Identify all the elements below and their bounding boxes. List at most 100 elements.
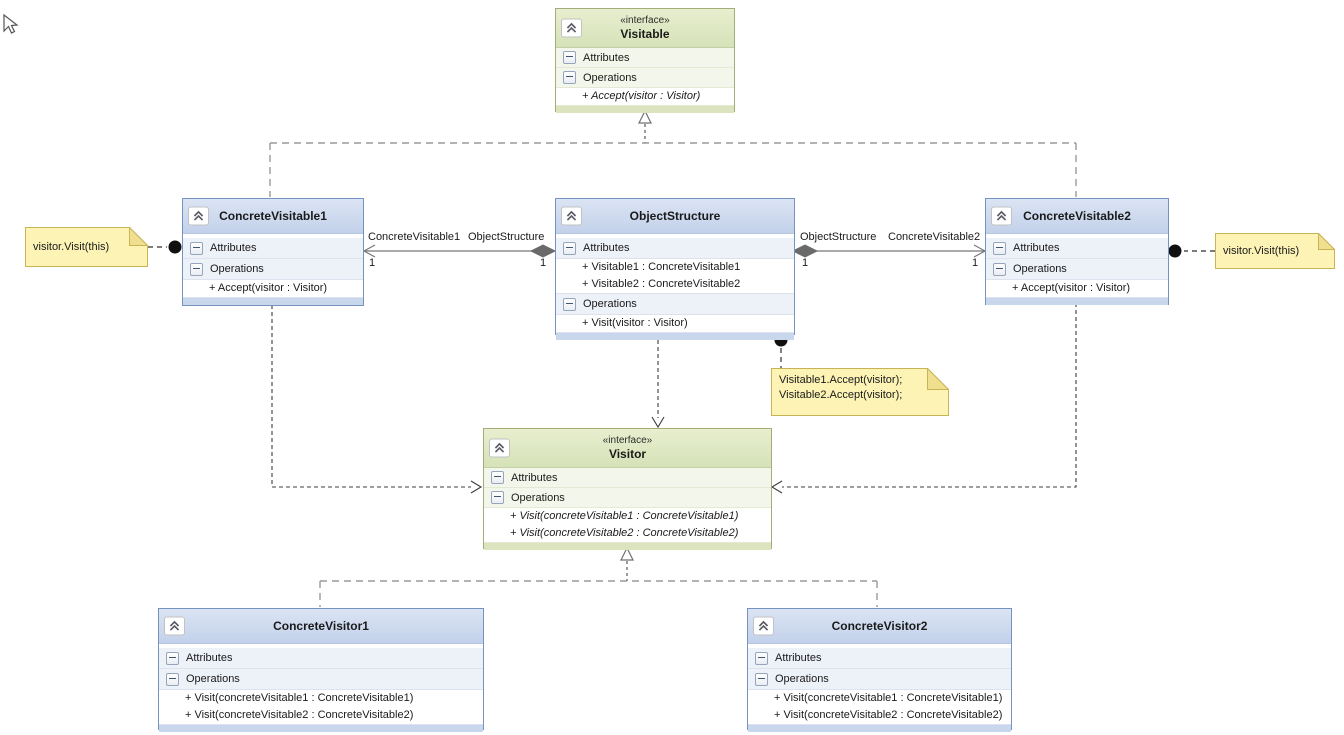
- attributes-section[interactable]: Attributes: [556, 238, 794, 259]
- class-visitable[interactable]: «interface» Visitable Attributes Operati…: [555, 8, 735, 113]
- footer-strip: [484, 542, 771, 550]
- class-header: ObjectStructure: [556, 199, 794, 234]
- operations-section[interactable]: Operations: [183, 259, 363, 280]
- realization-triangle-visitor[interactable]: [620, 546, 634, 561]
- minus-box-icon[interactable]: [491, 471, 504, 484]
- operation-member: + Accept(visitor : Visitor): [556, 88, 734, 105]
- class-title: ConcreteVisitor1: [273, 619, 369, 633]
- role-label-objectstructure-right: ObjectStructure: [800, 231, 877, 243]
- note-visitor-visit-this-right[interactable]: visitor.Visit(this): [1215, 233, 1335, 269]
- chevrons-up-icon[interactable]: [164, 616, 185, 636]
- operations-label: Operations: [210, 263, 264, 275]
- operations-label: Operations: [511, 491, 565, 504]
- operations-label: Operations: [583, 298, 637, 310]
- operations-section[interactable]: Operations: [748, 669, 1011, 690]
- attributes-label: Attributes: [583, 51, 630, 64]
- class-title: ConcreteVisitor2: [831, 619, 928, 633]
- operations-section[interactable]: Operations: [556, 293, 794, 315]
- operations-label: Operations: [1013, 263, 1067, 275]
- class-concretevisitable2[interactable]: ConcreteVisitable2 Attributes Operations…: [985, 198, 1169, 305]
- attributes-section[interactable]: Attributes: [986, 238, 1168, 259]
- multiplicity-right-1: 1: [802, 257, 809, 269]
- class-objectstructure[interactable]: ObjectStructure Attributes + Visitable1 …: [555, 198, 795, 340]
- operation-member: + Visit(visitor : Visitor): [556, 315, 794, 332]
- minus-box-icon[interactable]: [563, 71, 576, 84]
- chevrons-up-icon[interactable]: [561, 206, 582, 226]
- minus-box-icon[interactable]: [563, 51, 576, 64]
- chevrons-up-icon[interactable]: [753, 616, 774, 636]
- footer-strip: [159, 724, 483, 732]
- minus-box-icon[interactable]: [190, 241, 203, 255]
- note-anchor-left: [168, 240, 182, 254]
- class-concretevisitable1[interactable]: ConcreteVisitable1 Attributes Operations…: [182, 198, 364, 306]
- operation-member: + Visit(concreteVisitable2 : ConcreteVis…: [484, 525, 771, 542]
- attributes-label: Attributes: [583, 242, 630, 254]
- minus-box-icon[interactable]: [563, 297, 576, 311]
- attributes-section[interactable]: Attributes: [484, 468, 771, 488]
- operations-section[interactable]: Operations: [556, 68, 734, 88]
- dependency-concretevisitable1-visitor[interactable]: [271, 305, 471, 488]
- dependency-arrow-visitor-left: [470, 480, 483, 494]
- minus-box-icon[interactable]: [190, 262, 203, 276]
- note-visitor-visit-this-left[interactable]: visitor.Visit(this): [25, 227, 148, 267]
- association-left-open-arrow: [362, 244, 376, 258]
- attribute-member: + Visitable2 : ConcreteVisitable2: [556, 276, 794, 293]
- class-title: Visitor: [608, 447, 647, 461]
- class-concretevisitor1[interactable]: ConcreteVisitor1 Attributes Operations +…: [158, 608, 484, 732]
- operation-member: + Accept(visitor : Visitor): [183, 280, 363, 297]
- class-stereotype: «interface»: [602, 435, 653, 446]
- class-header: ConcreteVisitor2: [748, 609, 1011, 644]
- operation-member: + Visit(concreteVisitable2 : ConcreteVis…: [748, 707, 1011, 724]
- minus-box-icon[interactable]: [755, 651, 768, 665]
- operation-member: + Accept(visitor : Visitor): [986, 280, 1168, 297]
- note-text: visitor.Visit(this): [33, 241, 110, 253]
- chevrons-up-icon[interactable]: [188, 206, 209, 226]
- role-label-concretevisitable1: ConcreteVisitable1: [368, 231, 461, 243]
- note-shape: [1215, 233, 1335, 269]
- class-stereotype: «interface»: [620, 15, 670, 26]
- multiplicity-left-1: 1: [369, 257, 376, 269]
- class-header: «interface» Visitor: [484, 429, 771, 468]
- operations-section[interactable]: Operations: [484, 488, 771, 508]
- attributes-label: Attributes: [511, 471, 558, 484]
- chevrons-up-icon[interactable]: [561, 18, 582, 38]
- minus-box-icon[interactable]: [491, 491, 504, 504]
- class-header: «interface» Visitable: [556, 9, 734, 48]
- attributes-label: Attributes: [1013, 242, 1060, 254]
- operations-label: Operations: [186, 673, 240, 685]
- minus-box-icon[interactable]: [563, 241, 576, 255]
- minus-box-icon[interactable]: [166, 672, 179, 686]
- operation-member: + Visit(concreteVisitable1 : ConcreteVis…: [159, 690, 483, 707]
- attributes-section[interactable]: Attributes: [748, 648, 1011, 669]
- footer-strip: [986, 297, 1168, 305]
- note-anchor-right: [1168, 244, 1182, 258]
- note-visitable-accept[interactable]: Visitable1.Accept(visitor); Visitable2.A…: [771, 368, 949, 416]
- note-shape: [25, 227, 148, 267]
- operation-member: + Visit(concreteVisitable1 : ConcreteVis…: [748, 690, 1011, 707]
- minus-box-icon[interactable]: [166, 651, 179, 665]
- class-visitor[interactable]: «interface» Visitor Attributes Operation…: [483, 428, 772, 550]
- class-header: ConcreteVisitor1: [159, 609, 483, 644]
- dependency-concretevisitable2-visitor[interactable]: [782, 303, 1077, 488]
- header-gap: [159, 644, 483, 648]
- note-text: Visitable1.Accept(visitor); Visitable2.A…: [779, 374, 903, 401]
- attributes-section[interactable]: Attributes: [556, 48, 734, 68]
- minus-box-icon[interactable]: [993, 262, 1006, 276]
- class-concretevisitor2[interactable]: ConcreteVisitor2 Attributes Operations +…: [747, 608, 1012, 732]
- attributes-section[interactable]: Attributes: [183, 238, 363, 259]
- operations-section[interactable]: Operations: [159, 669, 483, 690]
- header-gap: [556, 234, 794, 238]
- class-title: ConcreteVisitable2: [1023, 209, 1131, 223]
- footer-strip: [748, 724, 1011, 732]
- realization-triangle-visitable[interactable]: [638, 109, 652, 124]
- minus-box-icon[interactable]: [993, 241, 1006, 255]
- minus-box-icon[interactable]: [755, 672, 768, 686]
- header-gap: [748, 644, 1011, 648]
- operations-section[interactable]: Operations: [986, 259, 1168, 280]
- chevrons-up-icon[interactable]: [489, 438, 510, 458]
- attributes-section[interactable]: Attributes: [159, 648, 483, 669]
- attributes-label: Attributes: [186, 652, 233, 664]
- chevrons-up-icon[interactable]: [991, 206, 1012, 226]
- footer-strip: [183, 297, 363, 305]
